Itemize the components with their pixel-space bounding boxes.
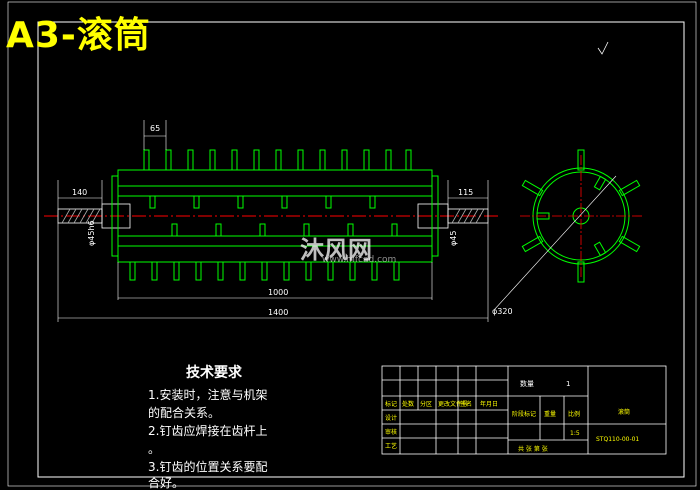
- side-view-centerlines: [520, 155, 642, 277]
- tb-quantity-value: 1: [566, 380, 570, 388]
- requirement-line: 3.钉齿的位置关系要配: [148, 460, 268, 474]
- tb-scale-label: 比例: [568, 410, 580, 418]
- requirements-heading: 技术要求: [186, 365, 242, 381]
- tb-row-label: 设计: [385, 414, 397, 422]
- watermark: 沐风网: [300, 236, 372, 264]
- tb-stage-label: 阶段标记: [512, 410, 536, 418]
- watermark-url: www.mfcad.com: [322, 255, 397, 265]
- tb-row-label: 审核: [385, 428, 397, 436]
- drum-teeth-top: [143, 149, 412, 171]
- dim-right-shaft-dia: φ45: [449, 231, 458, 246]
- tb-quantity-label: 数量: [520, 379, 534, 388]
- requirement-line: 合好。: [148, 476, 185, 490]
- dimension-lines: [57, 120, 489, 322]
- drum-end-caps: [111, 175, 439, 257]
- outer-frame: [37, 21, 685, 478]
- dim-drum-length: 1000: [268, 288, 288, 297]
- tb-drawing-number: STQ110-00-01: [596, 436, 639, 443]
- tb-head-label: 更改文件号: [438, 400, 468, 408]
- dim-pitch: 65: [150, 124, 160, 133]
- tb-part-name: 滚筒: [618, 408, 630, 416]
- left-shaft: [57, 203, 131, 229]
- tb-head-label: 处数: [402, 400, 414, 408]
- drum-teeth-inner: [149, 195, 398, 237]
- tb-head-label: 年月日: [480, 400, 498, 408]
- dim-left-shaft: 140: [72, 188, 87, 197]
- diameter-leader: [493, 175, 617, 311]
- requirement-line: 2.钉齿应焊接在齿杆上: [148, 424, 268, 438]
- border-frame: [7, 1, 697, 487]
- roughness-mark: [597, 41, 609, 55]
- dim-total-length: 1400: [268, 308, 288, 317]
- tb-head-label: 签名: [460, 400, 472, 408]
- requirement-line: 1.安装时，注意与机架: [148, 388, 268, 402]
- requirement-line: 的配合关系。: [148, 406, 221, 420]
- dim-left-shaft-dia: φ45h6: [87, 220, 96, 246]
- requirement-line: 。: [148, 442, 161, 456]
- drum-teeth-bottom: [129, 261, 400, 281]
- right-shaft: [417, 203, 489, 229]
- tb-weight-label: 重量: [544, 410, 556, 418]
- drawing-title: A3-滚筒: [6, 15, 151, 56]
- dim-right-shaft: 115: [458, 188, 473, 197]
- title-block: [381, 365, 667, 455]
- tb-row-label: 标记: [385, 400, 397, 408]
- tb-head-label: 分区: [420, 400, 432, 408]
- tb-scale-value: 1:5: [570, 430, 580, 437]
- tb-row-label: 工艺: [385, 442, 397, 450]
- dim-diameter: φ320: [492, 307, 513, 316]
- tb-sheet-label: 共 张 第 张: [518, 445, 548, 453]
